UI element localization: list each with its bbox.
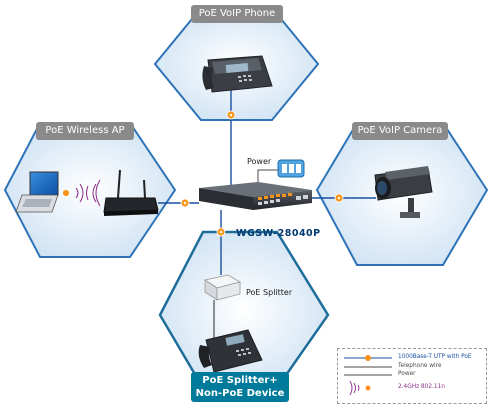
poe-splitter-icon [203,274,242,301]
legend-item: 2.4GHz 802.11n [398,384,445,390]
wireless-ap-title: PoE Wireless AP [36,122,134,140]
voip-phone-title: PoE VoIP Phone [191,5,283,23]
power-label: Power [247,157,272,166]
laptop-icon [15,171,59,213]
switch-model-label: WGSW-28040P [236,228,321,239]
splitter-label: PoE Splitter [246,288,293,297]
voip-phone-icon [202,55,273,93]
switch-device-icon [199,182,312,210]
legend: 1000Base-T UTP with PoE Telephone wire P… [337,348,487,404]
legend-item: Telephone wire [398,363,442,369]
wireless-signal-icon [75,179,101,207]
poe-dot [216,227,226,237]
wireless-ap-icon [103,169,159,216]
splitter-device-title: PoE Splitter+ Non-PoE Device [191,372,289,402]
voip-camera-title: PoE VoIP Camera [352,122,448,140]
ip-camera-icon [374,166,433,218]
splitter-device-title-line1: PoE Splitter+ [202,375,278,386]
legend-item: Power [398,371,416,377]
power-wire [257,169,282,186]
splitter-device-title-line2: Non-PoE Device [195,388,285,399]
desk-phone-icon [198,329,263,373]
poe-dot [180,198,190,208]
poe-dot [226,110,236,120]
power-outlet-icon [277,159,305,178]
poe-dot [62,189,70,197]
legend-symbols [344,355,392,396]
poe-dot [334,193,344,203]
legend-item: 1000Base-T UTP with PoE [398,354,472,360]
